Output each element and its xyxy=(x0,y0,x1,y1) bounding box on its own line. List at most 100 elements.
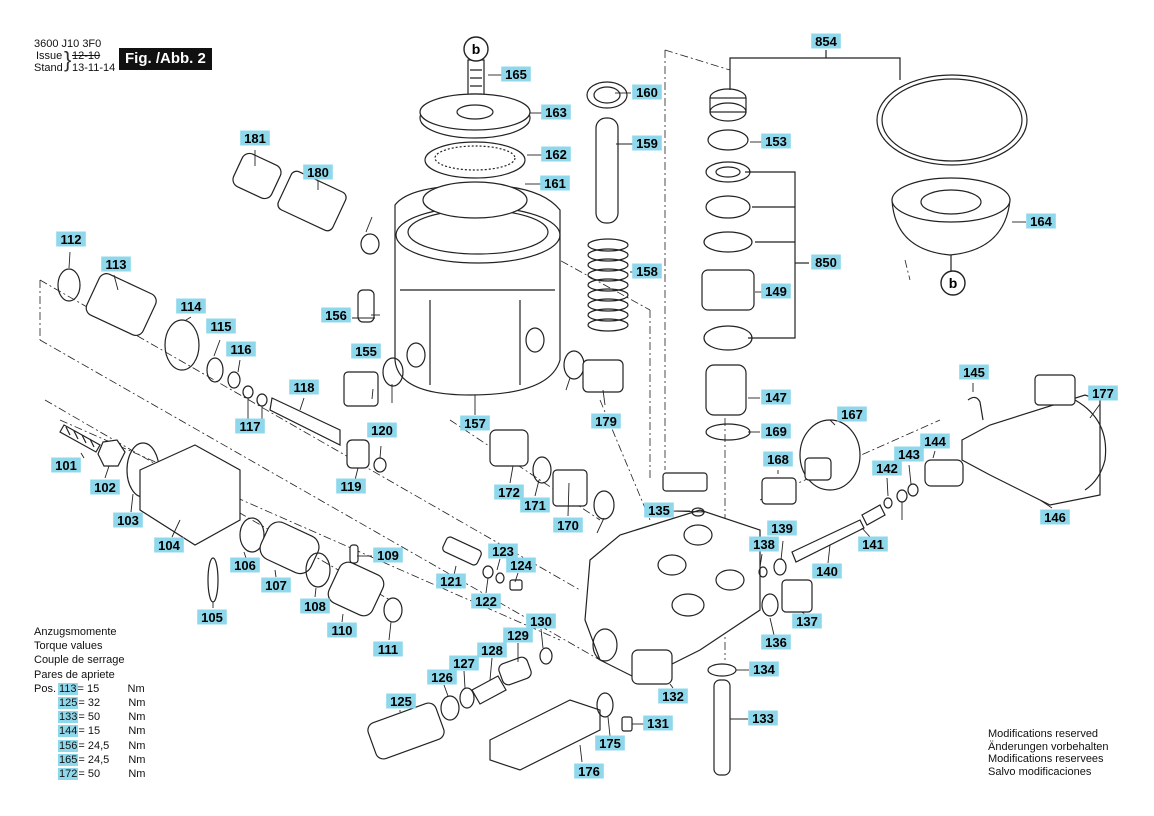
figure-label: Fig. /Abb. 2 xyxy=(119,48,212,70)
callout-167: 167 xyxy=(837,406,867,422)
callout-180: 180 xyxy=(303,164,333,180)
connector-marker-b-right: b xyxy=(940,270,966,296)
callout-bg xyxy=(176,298,206,314)
callout-141: 141 xyxy=(858,536,888,552)
callout-bg xyxy=(494,484,524,500)
callout-label: 165 xyxy=(505,67,527,82)
callout-103: 103 xyxy=(113,512,143,528)
callout-label: 132 xyxy=(662,689,684,704)
callout-bg xyxy=(541,104,571,120)
callout-bg xyxy=(872,460,902,476)
doc-number: 3600 J10 3F0 xyxy=(34,38,102,50)
callout-label: 176 xyxy=(578,764,600,779)
callout-label: 128 xyxy=(481,643,503,658)
callout-bg xyxy=(644,502,674,518)
callout-bg xyxy=(763,451,793,467)
connector-marker-b-top: b xyxy=(463,36,489,62)
callout-label: 107 xyxy=(265,578,287,593)
callout-bg xyxy=(520,497,550,513)
callout-bg xyxy=(300,598,330,614)
callout-bg xyxy=(154,537,184,553)
torque-title-es: Pares de apriete xyxy=(34,668,115,681)
callout-bg xyxy=(336,478,366,494)
callout-bg xyxy=(367,422,397,438)
modifications-note: Modifications reserved Änderungen vorbeh… xyxy=(988,728,1108,778)
callout-label: 155 xyxy=(355,344,377,359)
callout-label: 133 xyxy=(752,711,774,726)
callout-bg xyxy=(101,256,131,272)
callout-bg xyxy=(261,577,291,593)
callout-112: 112 xyxy=(56,231,86,247)
callout-139: 139 xyxy=(767,520,797,536)
callout-bg xyxy=(471,593,501,609)
callout-134: 134 xyxy=(749,661,779,677)
callout-label: 850 xyxy=(815,255,837,270)
callout-label: 135 xyxy=(648,503,670,518)
callout-bg xyxy=(761,389,791,405)
callout-105: 105 xyxy=(197,609,227,625)
callout-108: 108 xyxy=(300,598,330,614)
modifications-de: Änderungen vorbehalten xyxy=(988,740,1109,753)
callout-label: 112 xyxy=(61,232,82,247)
callout-bg xyxy=(894,446,924,462)
callout-bg xyxy=(574,763,604,779)
callout-label: 122 xyxy=(475,594,497,609)
torque-unit: Nm xyxy=(128,697,146,710)
callout-bg xyxy=(858,536,888,552)
callout-bg xyxy=(959,364,989,380)
callout-163: 163 xyxy=(541,104,571,120)
callout-label: 144 xyxy=(924,434,946,449)
callout-bg xyxy=(373,641,403,657)
callout-126: 126 xyxy=(427,669,457,685)
callout-label: 137 xyxy=(796,614,818,629)
callout-bg xyxy=(90,479,120,495)
torque-part-number: 144 xyxy=(58,725,79,738)
modifications-es: Salvo modificaciones xyxy=(988,765,1092,778)
callout-118: 118 xyxy=(289,379,319,395)
callout-130: 130 xyxy=(526,613,556,629)
callout-850: 850 xyxy=(811,254,841,270)
callout-165: 165 xyxy=(501,66,531,82)
callout-114: 114 xyxy=(176,298,206,314)
callout-143: 143 xyxy=(894,446,924,462)
callout-bg xyxy=(761,283,791,299)
callout-bg xyxy=(553,517,583,533)
callout-102: 102 xyxy=(90,479,120,495)
callout-169: 169 xyxy=(761,423,791,439)
callout-label: 172 xyxy=(498,485,520,500)
callout-115: 115 xyxy=(206,318,236,334)
callout-bg xyxy=(749,536,779,552)
callout-157: 157 xyxy=(460,415,490,431)
callout-label: 143 xyxy=(898,447,920,462)
callout-label: 146 xyxy=(1044,510,1066,525)
callout-bg xyxy=(540,175,570,191)
callout-123: 123 xyxy=(488,543,518,559)
callout-label: 177 xyxy=(1092,386,1114,401)
callout-177: 177 xyxy=(1088,385,1118,401)
torque-title-en: Torque values xyxy=(34,640,103,653)
callout-bg xyxy=(230,557,260,573)
callout-bg xyxy=(526,613,556,629)
callout-116: 116 xyxy=(226,341,256,357)
callout-161: 161 xyxy=(540,175,570,191)
callout-bg xyxy=(501,66,531,82)
callout-110: 110 xyxy=(327,622,357,638)
callout-bg xyxy=(811,254,841,270)
callout-113: 113 xyxy=(101,256,131,272)
callout-bg xyxy=(767,520,797,536)
modifications-fr: Modifications reservees xyxy=(988,753,1104,765)
callout-label: 160 xyxy=(636,85,658,100)
marker-letter: b xyxy=(472,41,481,57)
torque-title-de: Anzugsmomente xyxy=(34,626,117,638)
callout-bg xyxy=(595,735,625,751)
callout-bg xyxy=(51,457,81,473)
callout-label: 120 xyxy=(371,423,393,438)
callout-label: 101 xyxy=(55,458,77,473)
callout-bg xyxy=(1026,213,1056,229)
callout-label: 162 xyxy=(545,147,567,162)
callout-label: 161 xyxy=(544,176,566,191)
callout-label: 116 xyxy=(231,342,252,357)
